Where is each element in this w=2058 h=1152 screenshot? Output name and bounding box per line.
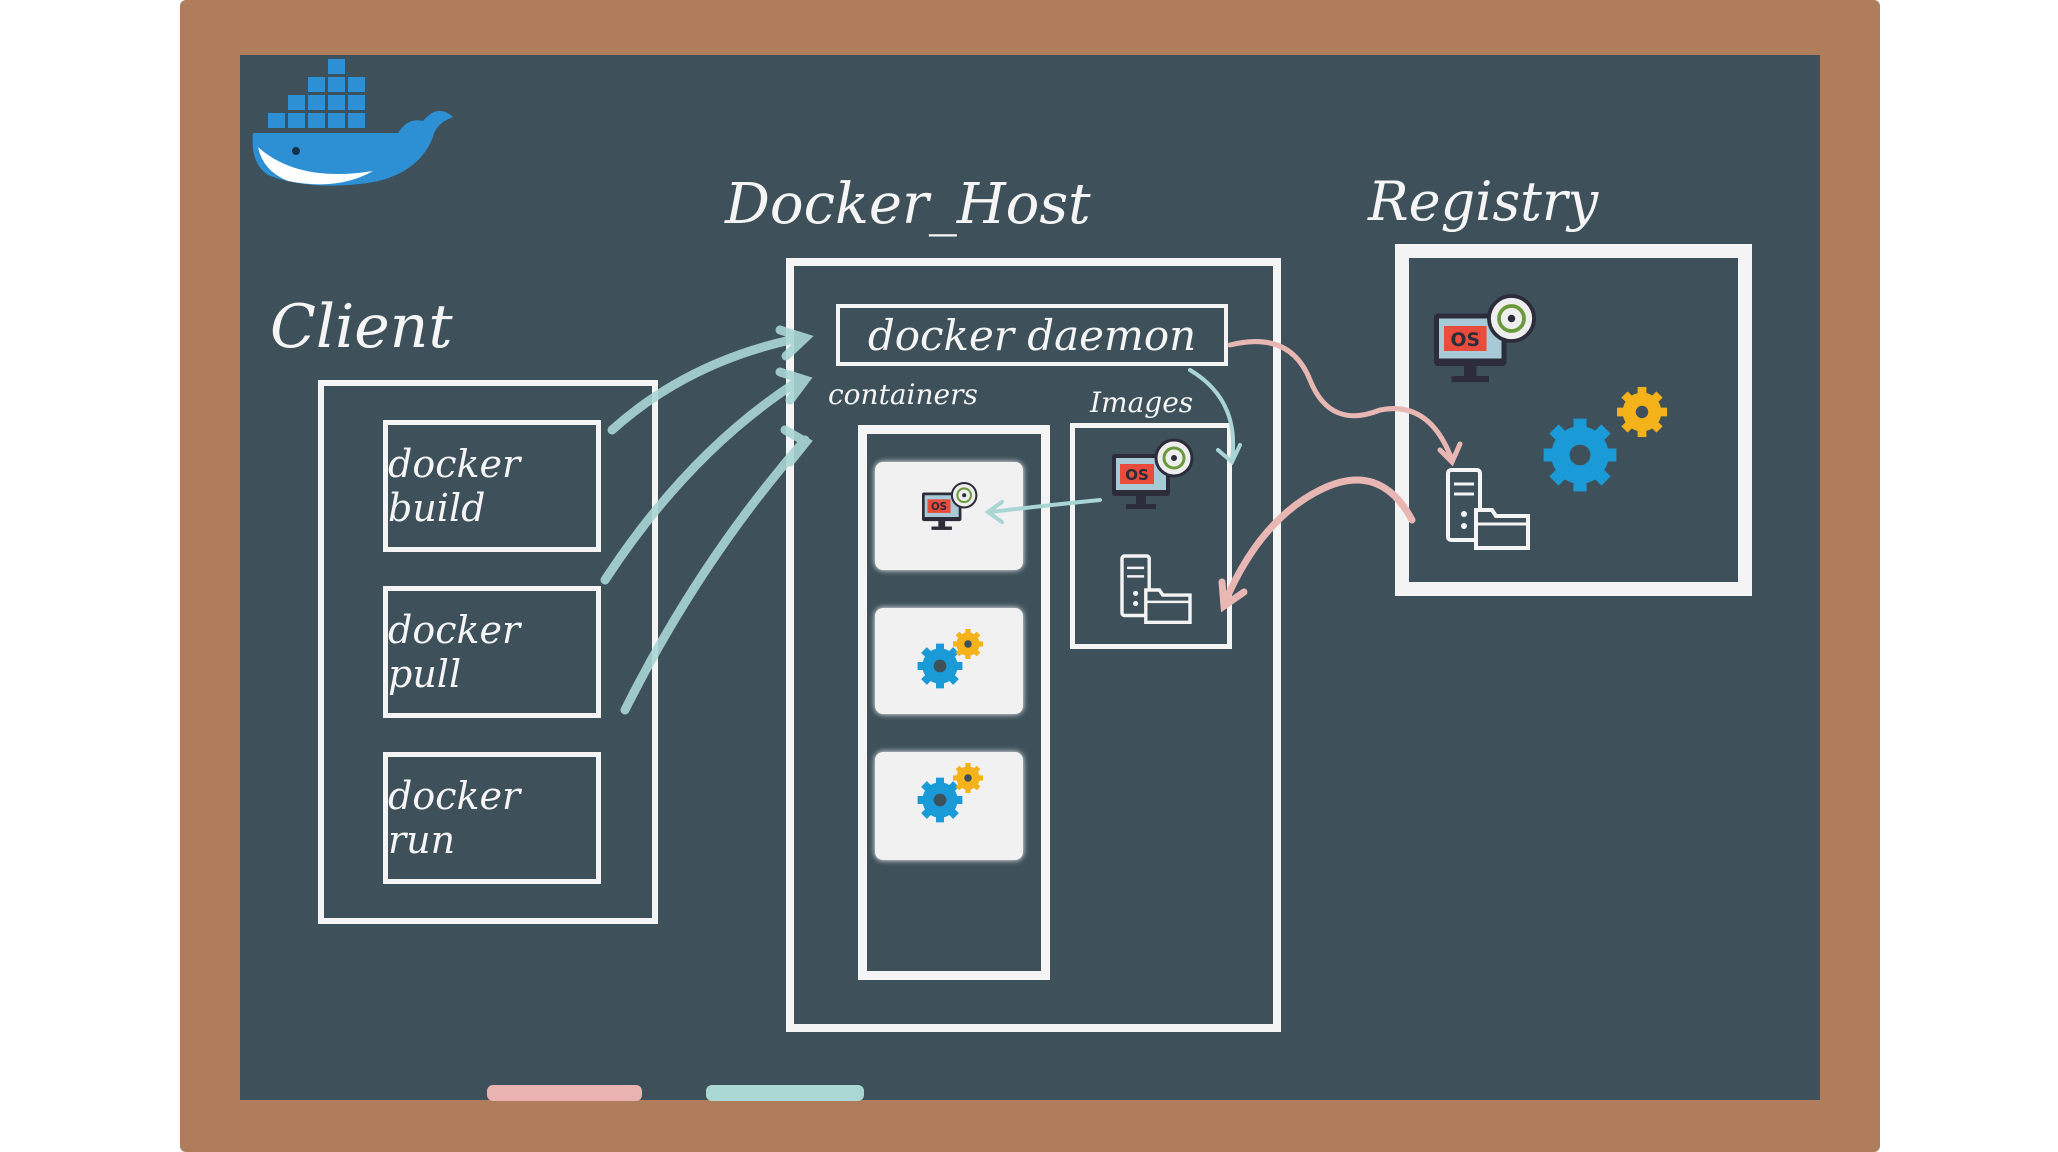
pink-chalk [487, 1085, 642, 1101]
container-slot-1 [875, 462, 1023, 570]
docker-pull-command[interactable]: docker pull [383, 586, 601, 718]
containers-box [858, 425, 1050, 980]
container-slot-2 [875, 608, 1023, 714]
container-slot-3 [875, 752, 1023, 860]
docker-daemon-box: docker daemon [836, 304, 1228, 366]
registry-box [1395, 244, 1752, 596]
docker-build-command[interactable]: docker build [383, 420, 601, 552]
registry-title: Registry [1368, 170, 1599, 233]
teal-chalk [706, 1085, 864, 1101]
containers-label: containers [828, 378, 978, 411]
docker-run-command[interactable]: docker run [383, 752, 601, 884]
images-box [1070, 423, 1232, 649]
docker-host-title: Docker_Host [725, 172, 1091, 237]
images-label: Images [1090, 386, 1194, 419]
chalkboard [240, 55, 1820, 1100]
client-title: Client [270, 292, 453, 362]
